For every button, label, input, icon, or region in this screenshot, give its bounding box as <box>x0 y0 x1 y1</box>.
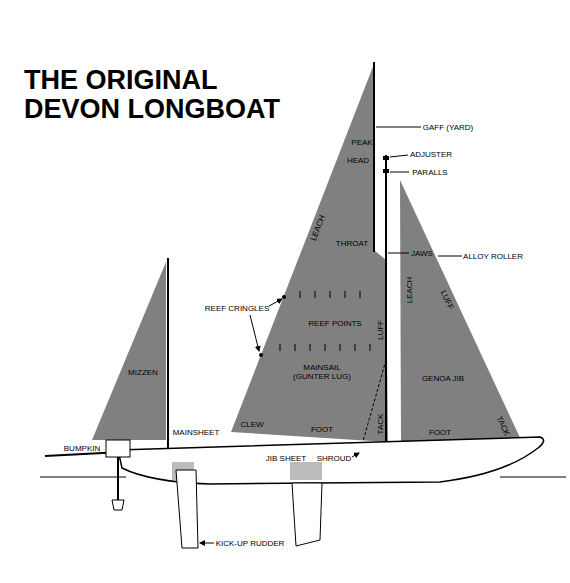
part-name: PEAK <box>351 138 372 147</box>
reef-cringle <box>282 295 286 299</box>
part-name: BUMPKIN <box>64 444 100 453</box>
outboard-leg <box>117 457 119 505</box>
rudder <box>176 470 198 548</box>
mizzen-sail <box>92 262 166 440</box>
leader-lines <box>200 127 462 543</box>
sail-name: MIZZEN <box>128 368 158 377</box>
part-name: JAWS <box>411 249 433 258</box>
part-name: LUFF <box>376 320 385 340</box>
main-mast <box>385 155 387 456</box>
sail-name: GENOA JIB <box>422 374 464 383</box>
mizzen-mast <box>167 258 169 458</box>
centreboard <box>292 483 322 546</box>
part-name: SHROUD <box>317 454 352 463</box>
part-name: MAINSHEET <box>173 428 220 437</box>
part-name: HEAD <box>347 156 369 165</box>
water-line <box>40 477 126 478</box>
outboard-motor <box>106 440 130 457</box>
water-line <box>500 477 566 478</box>
adjuster <box>383 156 389 160</box>
reef-points <box>280 291 370 351</box>
jib-sail <box>400 180 522 442</box>
propeller <box>112 500 124 510</box>
reef-cringle <box>259 353 263 357</box>
part-name: REEF POINTS <box>308 319 361 328</box>
part-name: KICK-UP RUDDER <box>216 539 285 548</box>
part-name: REEF CRINGLES <box>205 304 269 313</box>
part-name: TACK <box>376 414 385 435</box>
part-name: LEACH <box>405 277 414 304</box>
part-name: ALLOY ROLLER <box>463 252 523 261</box>
gunter-yard <box>373 62 375 252</box>
title: THE ORIGINAL DEVON LONGBOAT <box>24 66 309 124</box>
part-name: PARALLS <box>412 168 447 177</box>
part-name: ADJUSTER <box>410 150 452 159</box>
part-name: JIB SHEET <box>266 454 306 463</box>
paralls <box>383 169 389 173</box>
shroud-line <box>360 360 386 452</box>
part-name: FOOT <box>311 425 333 434</box>
part-name: GAFF (YARD) <box>423 123 474 132</box>
part-name: THROAT <box>336 239 368 248</box>
part-name: CLEW <box>240 420 263 429</box>
ballast <box>290 462 322 480</box>
part-name: FOOT <box>429 428 451 437</box>
sail-name: MAINSAIL (GUNTER LUG) <box>289 363 355 381</box>
